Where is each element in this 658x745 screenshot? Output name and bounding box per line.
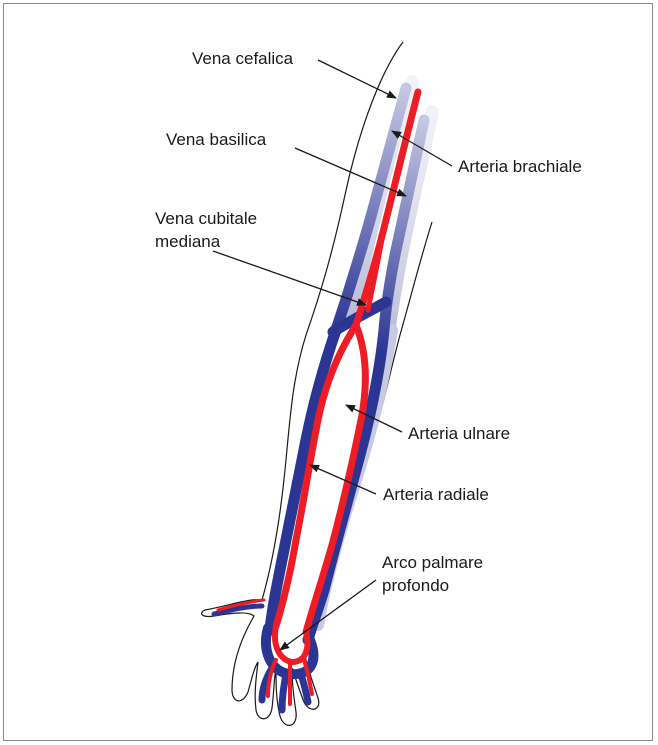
label-arteria-radiale: Arteria radiale	[383, 485, 489, 504]
leader-vena-cubitale	[213, 251, 366, 305]
leader-vena-cefalica	[318, 60, 396, 98]
label-arteria-brachiale: Arteria brachiale	[458, 157, 582, 176]
label-vena-cefalica: Vena cefalica	[192, 49, 294, 68]
label-arco-palmare-line2: profondo	[382, 576, 449, 595]
hand-outline	[202, 600, 320, 726]
label-vena-basilica: Vena basilica	[166, 130, 267, 149]
arteria-radiale	[276, 325, 356, 626]
labels: Vena cefalica Vena basilica Arteria brac…	[155, 49, 582, 595]
label-vena-cubitale-line2: mediana	[155, 232, 221, 251]
label-vena-cubitale-line1: Vena cubitale	[155, 209, 257, 228]
label-arteria-ulnare: Arteria ulnare	[408, 424, 510, 443]
label-arco-palmare-line1: Arco palmare	[382, 553, 483, 572]
finger-vein-2	[282, 674, 286, 710]
